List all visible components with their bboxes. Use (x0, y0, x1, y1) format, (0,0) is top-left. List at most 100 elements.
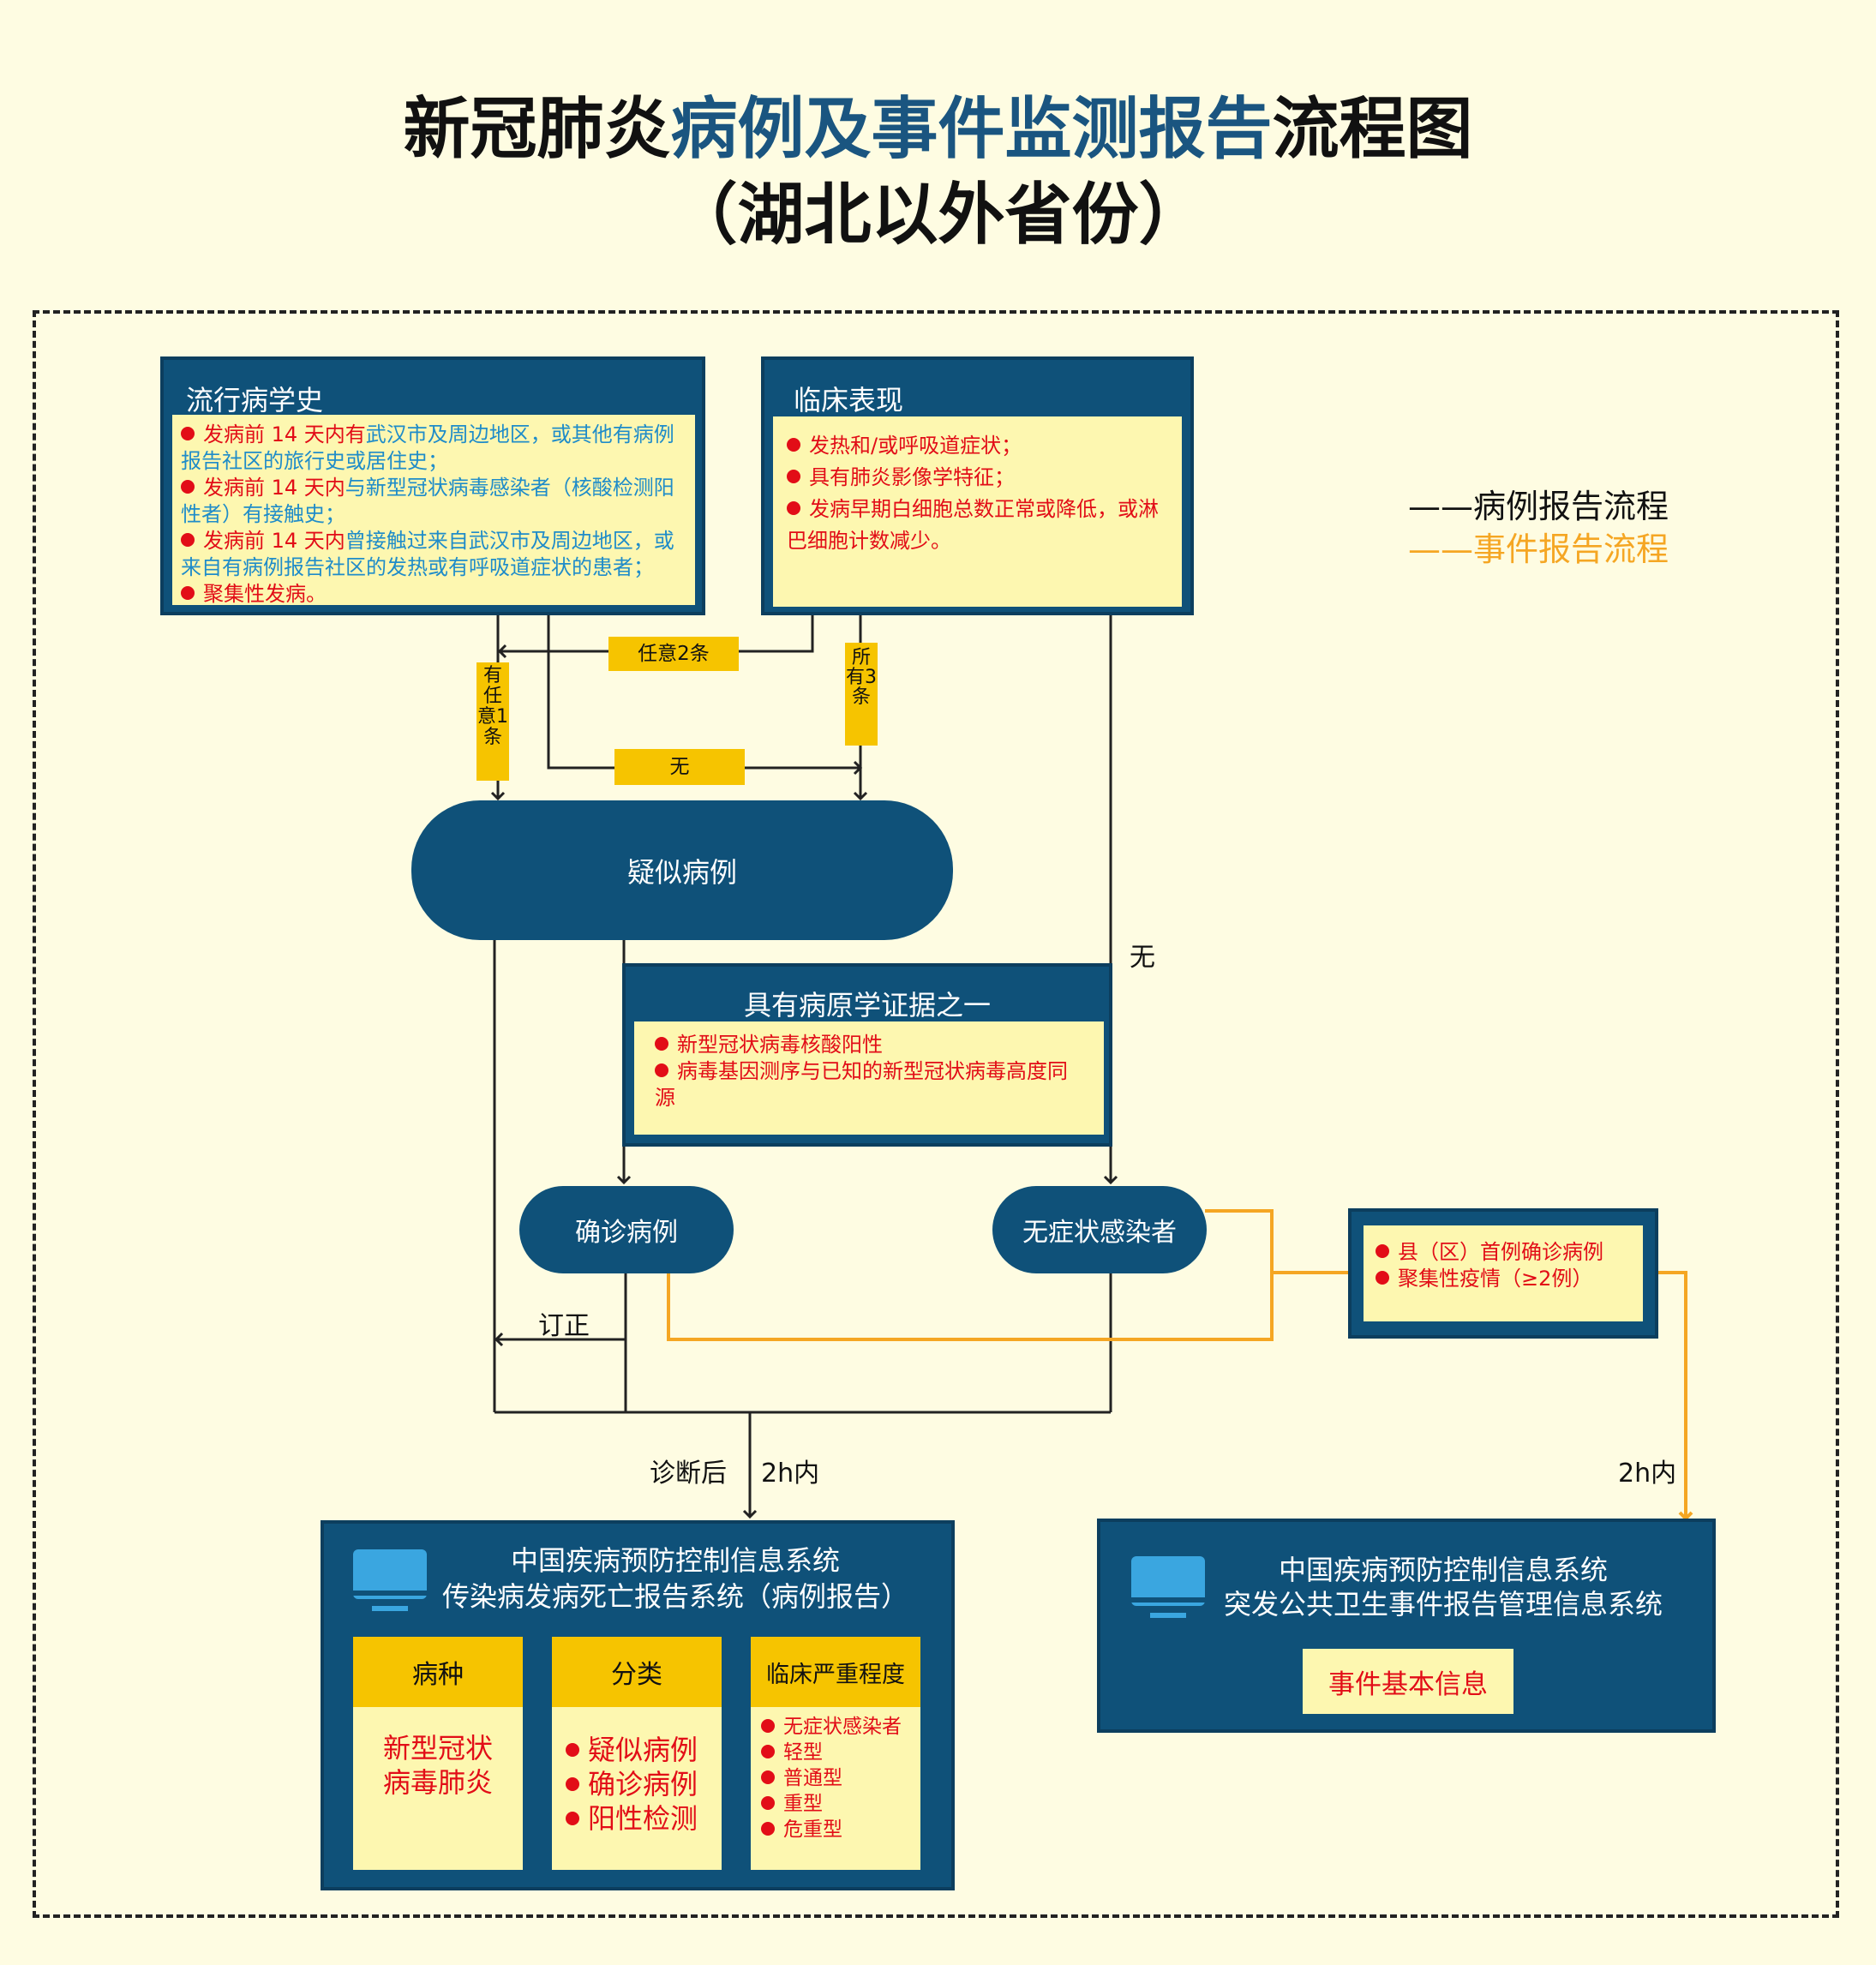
event-report-system-box: 中国疾病预防控制信息系统 突发公共卫生事件报告管理信息系统 事件基本信息 (1097, 1519, 1716, 1733)
event-criteria-content: 县（区）首例确诊病例聚集性疫情（≥2例） (1364, 1225, 1643, 1321)
label-within-2h-right: 2h内 (1618, 1459, 1677, 1489)
pathogen-box: 具有病原学证据之一 新型冠状病毒核酸阳性病毒基因测序与已知的新型冠状病毒高度同源 (622, 963, 1112, 1147)
epi-item-highlight: 发病前 14 天内 (203, 476, 345, 500)
column-item-text: 确诊病例 (588, 1768, 698, 1800)
bullet-icon (761, 1770, 775, 1784)
monitor-icon (353, 1549, 427, 1616)
label-any-two: 任意2条 (608, 637, 739, 671)
column-item: 病毒肺炎 (353, 1765, 523, 1800)
column-body: 新型冠状病毒肺炎 (353, 1707, 523, 1870)
bullet-icon (655, 1063, 668, 1077)
column-item: 危重型 (761, 1817, 920, 1842)
epi-item-highlight: 发病前 14 天内 (203, 529, 345, 553)
column-item: 新型冠状 (353, 1731, 523, 1765)
legend-case-flow: ——病例报告流程 (1408, 488, 1669, 525)
confirmed-case-node: 确诊病例 (519, 1186, 734, 1273)
column-item: 普通型 (761, 1765, 920, 1791)
title-part-a: 新冠肺炎 (403, 91, 671, 168)
column-item-text: 无症状感染者 (783, 1716, 902, 1738)
column-item: 轻型 (761, 1740, 920, 1765)
bullet-icon (787, 470, 800, 483)
bullet-icon (566, 1743, 579, 1757)
epi-history-item: 发病前 14 天内曾接触过来自武汉市及周边地区，或来自有病例报告社区的发热或有呼… (181, 528, 686, 581)
case-report-system-box: 中国疾病预防控制信息系统 传染病发病死亡报告系统（病例报告） 病种新型冠状病毒肺… (321, 1520, 955, 1890)
pathogen-title: 具有病原学证据之一 (743, 989, 991, 1021)
epi-item-detail: 与新型冠状病毒感染者（核酸检测阳性者）有接触史； (181, 476, 674, 526)
label-none-mid: 无 (614, 749, 745, 785)
bullet-icon (787, 501, 800, 515)
clinical-title: 临床表现 (794, 384, 904, 416)
column-item-text: 危重型 (783, 1818, 842, 1841)
bullet-icon (1376, 1271, 1389, 1285)
case-system-line2: 传染病发病死亡报告系统（病例报告） (441, 1580, 908, 1613)
label-all-three: 所有3条 (845, 643, 878, 746)
label-after-diagnosis: 诊断后 (650, 1459, 727, 1489)
column-item: 疑似病例 (566, 1733, 722, 1767)
title-part-c: 流程图 (1272, 91, 1473, 168)
page-title: 新冠肺炎病例及事件监测报告流程图 (0, 96, 1876, 163)
pathogen-item: 病毒基因测序与已知的新型冠状病毒高度同源 (655, 1058, 1083, 1111)
pathogen-item-text: 新型冠状病毒核酸阳性 (677, 1033, 883, 1057)
clinical-item: 发病早期白细胞总数正常或降低，或淋巴细胞计数减少。 (787, 494, 1168, 557)
column-item: 无症状感染者 (761, 1714, 920, 1740)
pathogen-list: 新型冠状病毒核酸阳性病毒基因测序与已知的新型冠状病毒高度同源 (655, 1032, 1083, 1111)
column-item-text: 阳性检测 (588, 1802, 698, 1835)
column-item: 重型 (761, 1791, 920, 1817)
bullet-icon (181, 427, 195, 440)
title-part-b: 病例及事件监测报告 (670, 91, 1273, 168)
column-item-text: 病毒肺炎 (382, 1766, 493, 1799)
epi-history-list: 发病前 14 天内有武汉市及周边地区，或其他有病例报告社区的旅行史或居住史；发病… (181, 422, 686, 608)
clinical-content: 发热和/或呼吸道症状；具有肺炎影像学特征；发病早期白细胞总数正常或降低，或淋巴细… (773, 416, 1182, 607)
column-body: 疑似病例确诊病例阳性检测 (552, 1707, 722, 1870)
epi-history-box: 流行病学史 发病前 14 天内有武汉市及周边地区，或其他有病例报告社区的旅行史或… (160, 356, 705, 615)
epi-item-detail: 曾接触过来自武汉市及周边地区，或来自有病例报告社区的发热或有呼吸道症状的患者； (181, 529, 674, 579)
bullet-icon (181, 586, 195, 600)
bullet-icon (181, 533, 195, 547)
clinical-item-text: 具有肺炎影像学特征； (809, 465, 1015, 489)
epi-item-detail: 武汉市及周边地区，或其他有病例报告社区的旅行史或居住史； (181, 422, 674, 473)
label-any-one: 有任意1条 (476, 662, 509, 781)
bullet-icon (761, 1744, 775, 1758)
column-item: 确诊病例 (566, 1767, 722, 1801)
bullet-icon (761, 1718, 775, 1733)
event-system-line2: 突发公共卫生事件报告管理信息系统 (1223, 1588, 1663, 1621)
case-system-title: 中国疾病预防控制信息系统 传染病发病死亡报告系统（病例报告） (435, 1543, 915, 1615)
column-item-text: 新型冠状 (382, 1732, 493, 1764)
event-criteria-item-text: 聚集性疫情（≥2例） (1398, 1267, 1593, 1291)
bullet-icon (566, 1812, 579, 1825)
page-subtitle: （湖北以外省份） (670, 177, 1206, 254)
bullet-icon (566, 1777, 579, 1791)
event-criteria-item-text: 县（区）首例确诊病例 (1398, 1240, 1603, 1264)
column-item-text: 普通型 (783, 1767, 842, 1789)
pathogen-item-text: 病毒基因测序与已知的新型冠状病毒高度同源 (655, 1059, 1068, 1110)
column-header: 病种 (353, 1637, 523, 1707)
clinical-item-text: 发病早期白细胞总数正常或降低，或淋巴细胞计数减少。 (787, 497, 1159, 553)
epi-history-title: 流行病学史 (186, 384, 324, 416)
column-item-text: 重型 (783, 1793, 823, 1815)
bullet-icon (761, 1821, 775, 1836)
epi-history-content: 发病前 14 天内有武汉市及周边地区，或其他有病例报告社区的旅行史或居住史；发病… (172, 415, 695, 608)
column-item: 阳性检测 (566, 1801, 722, 1836)
case-system-line1: 中国疾病预防控制信息系统 (510, 1544, 840, 1577)
pathogen-content: 新型冠状病毒核酸阳性病毒基因测序与已知的新型冠状病毒高度同源 (634, 1021, 1104, 1135)
column-header: 分类 (552, 1637, 722, 1707)
column-body: 无症状感染者轻型普通型重型危重型 (751, 1707, 920, 1870)
label-none-right: 无 (1130, 943, 1155, 973)
suspected-case-node: 疑似病例 (411, 800, 953, 940)
bullet-icon (181, 480, 195, 494)
system-column: 病种新型冠状病毒肺炎 (353, 1637, 523, 1870)
event-basic-info-button[interactable]: 事件基本信息 (1303, 1649, 1513, 1714)
epi-item-highlight: 发病前 14 天内有 (203, 422, 366, 446)
clinical-list: 发热和/或呼吸道症状；具有肺炎影像学特征；发病早期白细胞总数正常或降低，或淋巴细… (787, 430, 1168, 557)
epi-item-highlight: 聚集性发病。 (203, 582, 327, 606)
epi-history-item: 发病前 14 天内有武汉市及周边地区，或其他有病例报告社区的旅行史或居住史； (181, 422, 686, 475)
event-criteria-item: 聚集性疫情（≥2例） (1376, 1266, 1631, 1292)
label-revise: 订正 (538, 1311, 590, 1341)
label-within-2h-left: 2h内 (761, 1459, 820, 1489)
epi-history-item: 发病前 14 天内与新型冠状病毒感染者（核酸检测阳性者）有接触史； (181, 475, 686, 528)
asymptomatic-node: 无症状感染者 (992, 1186, 1207, 1273)
event-system-title: 中国疾病预防控制信息系统 突发公共卫生事件报告管理信息系统 (1212, 1553, 1675, 1621)
bullet-icon (787, 438, 800, 452)
system-column: 临床严重程度无症状感染者轻型普通型重型危重型 (751, 1637, 920, 1870)
bullet-icon (1376, 1244, 1389, 1258)
